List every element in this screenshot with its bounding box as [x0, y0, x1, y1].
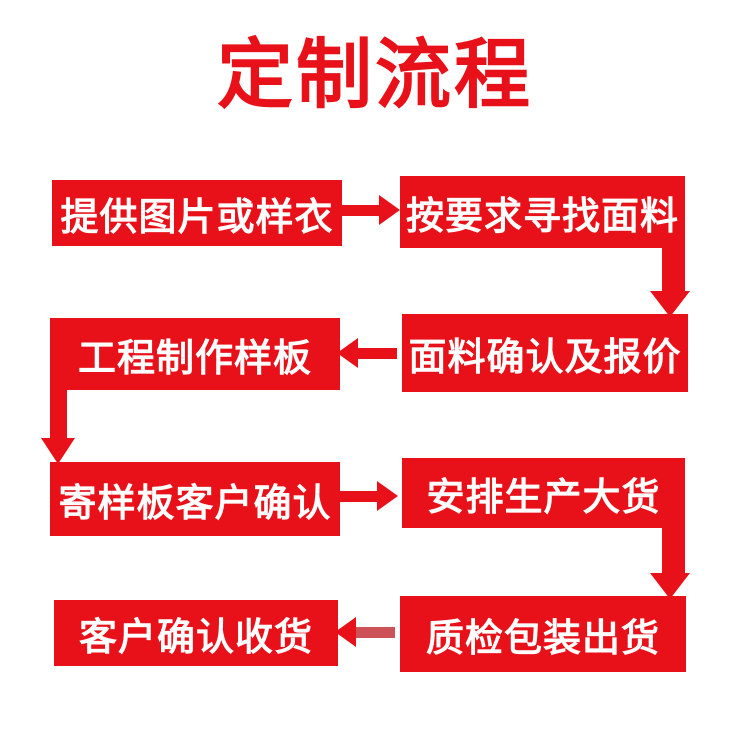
step-label: 安排生产大货 [426, 476, 661, 519]
step-send-sample-customer-confirm: 寄样板客户确认 [50, 462, 340, 536]
arrow-head [41, 438, 75, 464]
arrow-step5-to-step6-icon [338, 481, 398, 511]
arrow-step2-to-step3-icon [650, 242, 690, 317]
arrow-head [377, 481, 398, 511]
arrow-head [335, 617, 356, 647]
step-label: 按要求寻找面料 [405, 195, 679, 238]
arrow-head [379, 195, 400, 225]
step-label: 提供图片或样衣 [60, 196, 334, 239]
step-label: 客户确认收货 [78, 616, 313, 659]
step-label: 面料确认及报价 [408, 336, 682, 379]
arrow-shaft [340, 205, 382, 216]
arrow-head [650, 291, 690, 317]
step-customer-confirm-receipt: 客户确认收货 [54, 600, 338, 666]
step-label: 寄样板客户确认 [58, 482, 332, 525]
arrow-head [650, 573, 690, 599]
step-arrange-bulk-production: 安排生产大货 [402, 458, 685, 528]
arrow-step6-to-step7-icon [650, 524, 690, 599]
step-engineering-sample: 工程制作样板 [50, 318, 340, 390]
arrow-step3-to-step4-icon [337, 338, 397, 368]
arrow-step7-to-step8-icon [335, 617, 395, 647]
arrow-step1-to-step2-icon [340, 195, 400, 225]
page-title: 定制流程 [217, 33, 533, 118]
arrow-head [337, 338, 358, 368]
arrow-shaft [355, 348, 397, 359]
step-find-fabric: 按要求寻找面料 [400, 176, 685, 248]
arrow-shaft [662, 242, 685, 294]
step-label: 工程制作样板 [77, 337, 312, 380]
arrow-shaft [338, 491, 380, 502]
arrow-shaft [662, 524, 685, 576]
step-qc-pack-ship: 质检包装出货 [400, 596, 686, 672]
arrow-shaft [50, 386, 67, 441]
step-provide-image-or-sample: 提供图片或样衣 [52, 180, 342, 246]
step-label: 质检包装出货 [425, 617, 660, 660]
arrow-step4-to-step5-icon [38, 386, 78, 464]
arrow-shaft [353, 627, 395, 638]
step-fabric-confirm-quote: 面料确认及报价 [402, 314, 688, 392]
